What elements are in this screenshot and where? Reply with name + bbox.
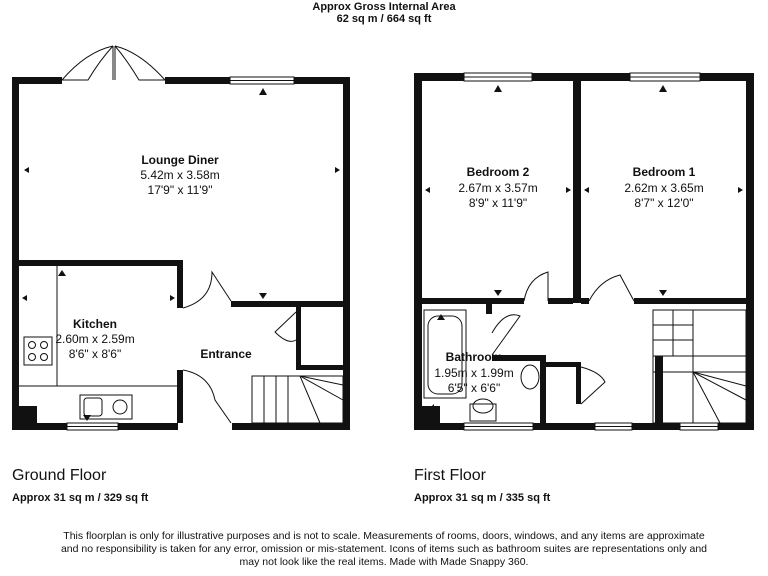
- first-floor-area: Approx 31 sq m / 335 sq ft: [414, 492, 551, 504]
- disclaimer-line-3: may not look like the real items. Made w…: [239, 556, 529, 568]
- room-metric-kitchen: 2.60m x 2.59m: [55, 332, 135, 346]
- ground-floor-area: Approx 31 sq m / 329 sq ft: [12, 492, 149, 504]
- room-imperial-bathroom: 6'5" x 6'6": [447, 381, 501, 395]
- room-imperial-bedroom2: 8'9" x 11'9": [468, 196, 528, 210]
- first-floor-label: First Floor: [414, 467, 486, 484]
- room-metric-bathroom: 1.95m x 1.99m: [434, 366, 514, 380]
- gross-area-title: Approx Gross Internal Area: [312, 1, 456, 13]
- room-name-entrance: Entrance: [200, 347, 252, 361]
- gross-area-value: 62 sq m / 664 sq ft: [336, 13, 432, 25]
- room-name-bedroom1: Bedroom 1: [632, 165, 696, 179]
- room-metric-bedroom2: 2.67m x 3.57m: [458, 181, 538, 195]
- first-floor-plan: [414, 72, 754, 431]
- disclaimer: This floorplan is only for illustrative …: [0, 530, 768, 569]
- disclaimer-line-1: This floorplan is only for illustrative …: [63, 530, 705, 542]
- ground-floor-plan: [12, 45, 350, 431]
- room-metric-lounge: 5.42m x 3.58m: [140, 168, 220, 182]
- room-imperial-kitchen: 8'6" x 8'6": [68, 347, 122, 361]
- room-metric-bedroom1: 2.62m x 3.65m: [624, 181, 704, 195]
- room-imperial-bedroom1: 8'7" x 12'0": [634, 196, 694, 210]
- room-imperial-lounge: 17'9" x 11'9": [147, 183, 213, 197]
- dimension-markers: [22, 85, 743, 421]
- room-name-kitchen: Kitchen: [72, 317, 118, 331]
- room-name-bathroom: Bathroom: [445, 350, 503, 364]
- room-name-lounge: Lounge Diner: [141, 153, 219, 167]
- room-name-bedroom2: Bedroom 2: [466, 165, 530, 179]
- disclaimer-line-2: and no responsibility is taken for any e…: [60, 543, 708, 555]
- ground-floor-label: Ground Floor: [12, 467, 107, 484]
